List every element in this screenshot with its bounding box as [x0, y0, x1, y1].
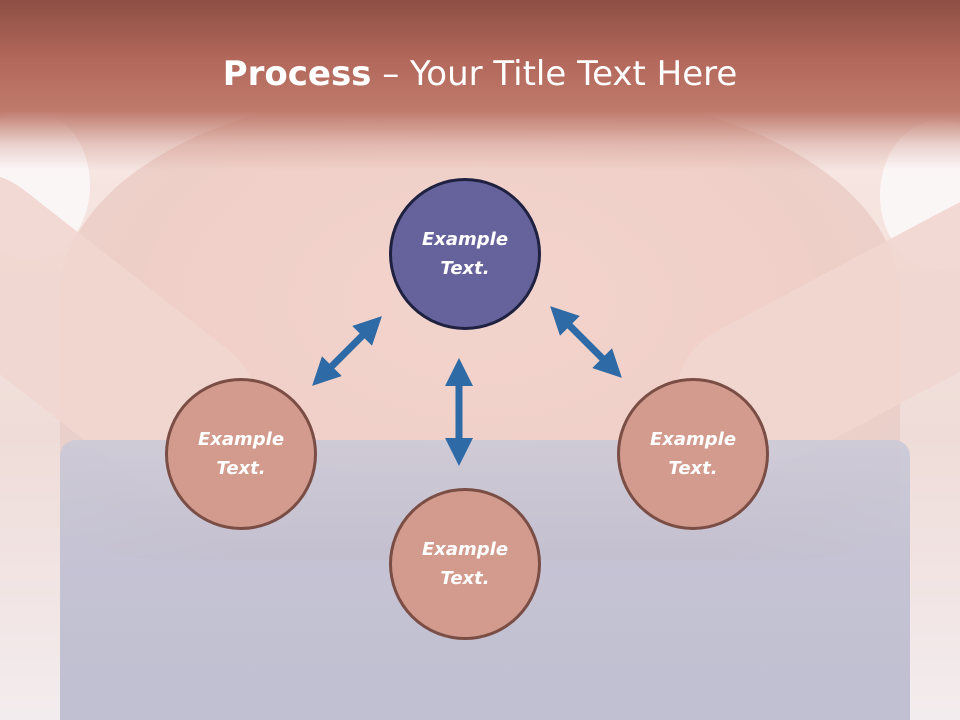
process-node-top[interactable]: Example Text. — [389, 178, 541, 330]
process-node-bottom[interactable]: Example Text. — [389, 488, 541, 640]
slide-title[interactable]: Process – Your Title Text Here — [0, 52, 960, 96]
title-rest: – Your Title Text Here — [371, 54, 738, 94]
double-headed-arrow-icon — [550, 306, 622, 378]
title-bold: Process — [222, 54, 372, 94]
node-label: Example Text. — [421, 229, 509, 279]
process-node-left[interactable]: Example Text. — [165, 378, 317, 530]
node-label: Example Text. — [197, 429, 285, 479]
process-node-right[interactable]: Example Text. — [617, 378, 769, 530]
double-headed-arrow-icon — [312, 316, 382, 386]
node-label: Example Text. — [649, 429, 737, 479]
title-band — [0, 0, 960, 170]
node-label: Example Text. — [421, 539, 509, 589]
